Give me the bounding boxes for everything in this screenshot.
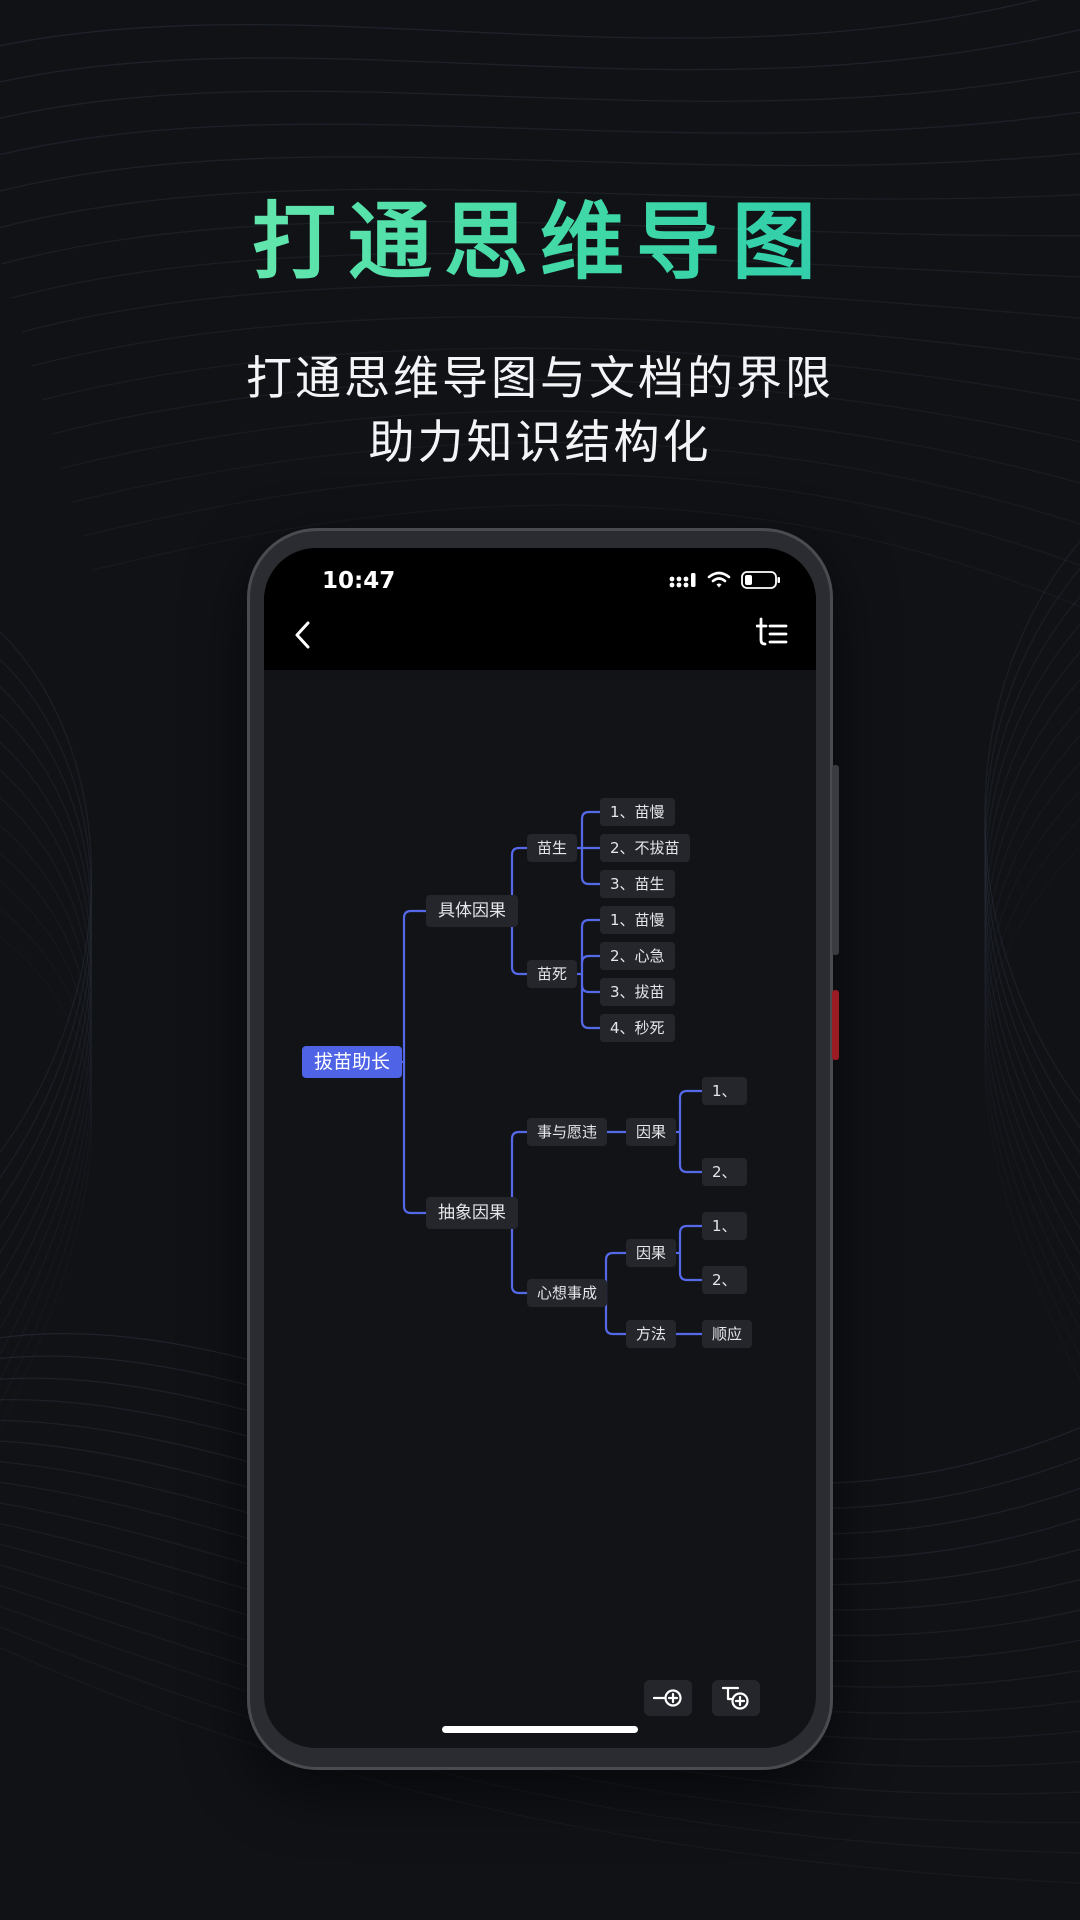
subtopic-node[interactable]: 因果 [626,1239,677,1267]
topic-node[interactable]: 心想事成 [527,1279,608,1307]
connector-line [402,1205,426,1215]
promo-headline: 打通思维导图 [0,175,1080,296]
add-sibling-button[interactable] [644,1680,692,1716]
leaf-node[interactable]: 2、不拔苗 [600,834,690,862]
connector-line [580,1020,600,1030]
connector-line [678,1224,702,1234]
connector-line [604,1251,626,1261]
leaf-node[interactable]: 3、拔苗 [600,978,675,1006]
leaf-node[interactable]: 3、苗生 [600,870,675,898]
branch-node[interactable]: 抽象因果 [426,1197,518,1229]
connector-line [580,954,600,964]
leaf-node[interactable]: 1、 [702,1077,747,1105]
connector-line [510,846,527,856]
connector-line [604,1326,626,1336]
connector-line [678,1164,702,1174]
connector-line [510,1285,527,1295]
topic-node[interactable]: 苗死 [527,960,578,988]
battery-icon [741,571,780,589]
connector-line [510,966,527,976]
status-time: 10:47 [322,568,396,594]
leaf-node[interactable]: 1、苗慢 [600,798,675,826]
leaf-node[interactable]: 顺应 [702,1320,753,1348]
promo-subtitle-line-1: 打通思维导图与文档的界限 [246,351,834,405]
phone-power-button [832,990,839,1060]
topic-node[interactable]: 苗生 [527,834,578,862]
promo-subtitle-line-2: 助力知识结构化 [368,415,712,469]
leaf-node[interactable]: 2、 [702,1158,747,1186]
topic-node[interactable]: 事与愿违 [527,1118,608,1146]
connector-line [510,1130,527,1140]
signal-icon [669,573,696,588]
status-bar: 10:47 [264,548,816,670]
nav-bar [264,603,816,671]
add-child-node-icon [721,1686,749,1710]
mindmap-canvas[interactable]: 拔苗助长 具体因果抽象因果 苗生苗死 1、苗慢 2、不拔苗 3、苗生 1、苗慢 2、心急 3、拔… [264,670,816,1748]
connector-line [678,1089,702,1099]
connector-line [678,1272,702,1282]
wifi-icon [707,571,731,588]
leaf-node[interactable]: 2、心急 [600,942,675,970]
connector-line [402,909,426,919]
connector-line [580,984,600,994]
subtopic-node[interactable]: 因果 [626,1118,677,1146]
phone-screen: 10:47 [264,548,816,1748]
chevron-left-icon[interactable] [288,615,318,655]
mindmap-connectors [396,810,702,1336]
home-indicator [442,1726,638,1733]
connector-line [580,810,600,820]
leaf-node[interactable]: 4、秒死 [600,1014,675,1042]
subtopic-node[interactable]: 方法 [626,1320,677,1348]
add-sibling-node-icon [652,1689,682,1707]
leaf-node[interactable]: 2、 [702,1266,747,1294]
leaf-node[interactable]: 1、 [702,1212,747,1240]
leaf-node[interactable]: 1、苗慢 [600,906,675,934]
outline-list-icon[interactable] [756,616,788,648]
add-child-button[interactable] [712,1680,760,1716]
connector-line [580,876,600,886]
root-node[interactable]: 拔苗助长 [302,1046,403,1078]
connector-line [580,918,600,928]
phone-volume-button [832,765,839,955]
branch-node[interactable]: 具体因果 [426,895,518,927]
